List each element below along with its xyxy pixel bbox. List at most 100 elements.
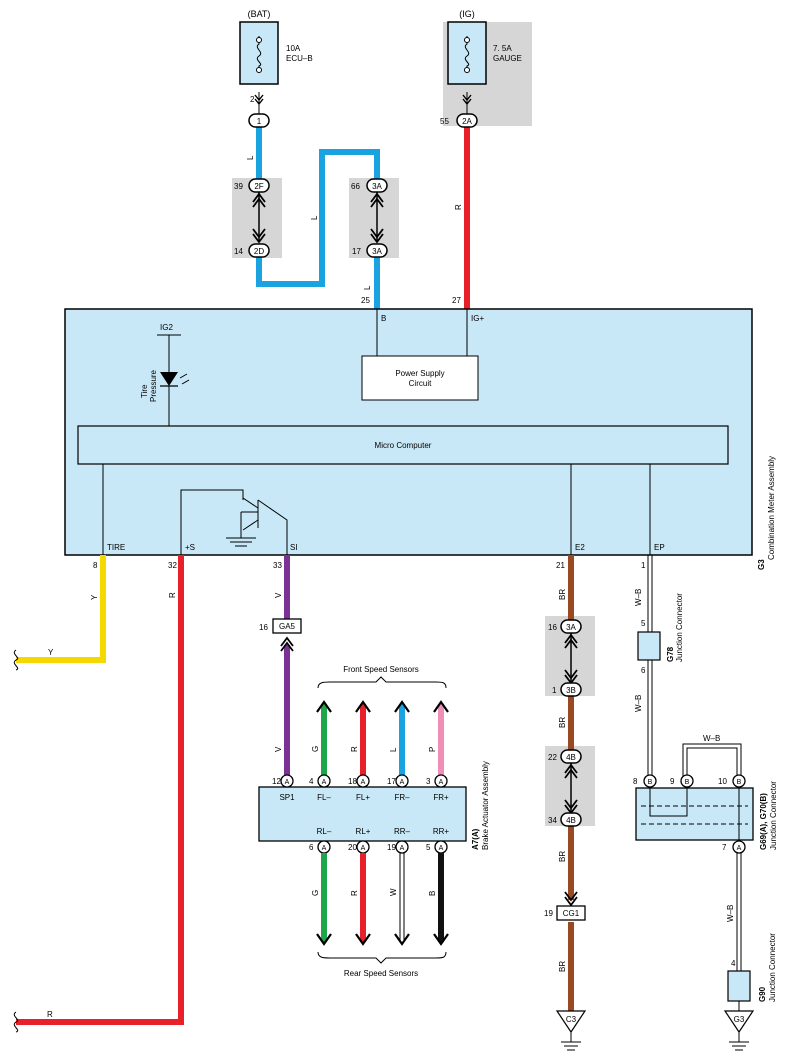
micro-computer-label: Micro Computer xyxy=(375,441,432,450)
connector-4b xyxy=(560,812,582,827)
bat-fuse-rating: 10A xyxy=(286,44,301,53)
bat-label: (BAT) xyxy=(248,9,271,19)
wire-blue xyxy=(256,149,380,287)
connector-cg1 xyxy=(556,905,586,921)
pin-number: 6 xyxy=(641,666,646,675)
ground-label: G3 xyxy=(734,1015,745,1024)
pin-number: 18 xyxy=(348,777,357,786)
ground-icon xyxy=(729,1032,749,1051)
wire-label-br: BR xyxy=(558,961,567,972)
connector-name: 2F xyxy=(254,182,263,191)
pin-number: 55 xyxy=(440,117,449,126)
pin-number: 1 xyxy=(552,686,557,695)
wire-label-v: V xyxy=(274,746,283,752)
ig-fuse-rating: 7. 5A xyxy=(493,44,512,53)
g69-code: G69(A), G70(B) xyxy=(759,793,768,850)
actuator-pin-label: RR– xyxy=(394,827,411,836)
pin-circle xyxy=(434,774,448,788)
wire-label-r: R xyxy=(454,204,463,210)
wire-label-r: R xyxy=(47,1010,53,1019)
pin-number: 4 xyxy=(309,777,314,786)
pin-number: 4 xyxy=(731,959,736,968)
connector-name: GA5 xyxy=(279,622,296,631)
pin-number: 17 xyxy=(387,777,396,786)
actuator-name: Brake Actuator Assembly xyxy=(481,761,490,850)
wire-label-wb: W–B xyxy=(634,589,643,606)
wire-wb xyxy=(682,743,742,780)
pin-number: 3 xyxy=(426,777,431,786)
junction-connector-g78 xyxy=(637,631,661,661)
g78-code: G78 xyxy=(666,646,675,662)
break-icon xyxy=(13,1011,19,1033)
pin-number: 8 xyxy=(93,561,98,570)
connector-arrow-icon xyxy=(564,891,578,907)
micro-computer-box xyxy=(77,425,729,465)
pin-number: 19 xyxy=(544,909,553,918)
meter-pin-b: B xyxy=(381,314,386,323)
power-supply-label: Power Supply xyxy=(395,369,444,378)
sensor-arrow-icon xyxy=(316,700,449,713)
pin-number: 16 xyxy=(548,623,557,632)
pin-circle xyxy=(356,774,370,788)
fuse-terminal-icon xyxy=(256,67,262,73)
pin-number: 22 xyxy=(548,753,557,762)
pin-number: 17 xyxy=(352,247,361,256)
wire-label-wb: W–B xyxy=(703,734,720,743)
pin-number: 8 xyxy=(633,777,638,786)
pin-letter: A xyxy=(439,779,444,786)
pin-circle xyxy=(395,840,409,854)
g69-name: Junction Connector xyxy=(769,781,778,850)
connector-1 xyxy=(248,113,270,128)
ground-icon xyxy=(561,1032,581,1051)
actuator-pin-label: FR– xyxy=(394,793,410,802)
wire-label-b: B xyxy=(428,891,437,896)
meter-code: G3 xyxy=(757,559,766,570)
junction-connector-g69-g70 xyxy=(635,787,754,841)
fuse-terminal-icon xyxy=(464,67,470,73)
pin-circle xyxy=(280,774,294,788)
ig2-label: IG2 xyxy=(160,323,173,332)
actuator-pin-label: RR+ xyxy=(433,827,450,836)
pin-circle xyxy=(395,774,409,788)
wire-label-l: L xyxy=(363,285,372,290)
meter-pin-s: +S xyxy=(185,543,195,552)
wire-label-r: R xyxy=(168,592,177,598)
light-ray-icon xyxy=(179,373,190,385)
wire-label-br: BR xyxy=(558,851,567,862)
pin-number: 6 xyxy=(309,843,314,852)
pin-number: 1 xyxy=(641,561,646,570)
connector-3b xyxy=(560,682,582,697)
pin-letter: A xyxy=(439,845,444,852)
connector-name: 3A xyxy=(566,623,576,632)
connector-arrow-icon xyxy=(280,636,294,652)
meter-name: Combination Meter Assembly xyxy=(767,456,776,560)
wire-label-br: BR xyxy=(558,717,567,728)
wire-label-wb: W–B xyxy=(634,695,643,712)
tire-pressure-label: Tire xyxy=(140,384,149,398)
wire-label-w: W xyxy=(389,888,398,896)
pin-circle xyxy=(732,840,746,854)
pin-letter: A xyxy=(400,845,405,852)
pin-letter: B xyxy=(648,779,653,786)
connector-name: 4B xyxy=(566,816,576,825)
meter-pin-si: SI xyxy=(290,543,298,552)
wire-label-r: R xyxy=(350,746,359,752)
meter-pin-e2: E2 xyxy=(575,543,585,552)
connector-arrow-icon xyxy=(564,763,578,815)
wire-label-g: G xyxy=(311,890,320,896)
fuse-terminal-icon xyxy=(256,37,262,43)
pin-number: 16 xyxy=(259,623,268,632)
power-supply-label: Circuit xyxy=(409,379,432,388)
actuator-pin-label: FL+ xyxy=(356,793,370,802)
bat-fuse-box xyxy=(239,21,279,85)
pin-number: 7 xyxy=(722,843,727,852)
ig-fuse-box xyxy=(447,21,487,85)
connector-name: 3A xyxy=(372,182,382,191)
fuse-terminal-icon xyxy=(464,37,470,43)
pin-number: 14 xyxy=(234,247,243,256)
pin-letter: A xyxy=(361,845,366,852)
wire-wb xyxy=(647,555,653,775)
connector-3a xyxy=(366,243,388,258)
wire-label-p: P xyxy=(428,747,437,752)
